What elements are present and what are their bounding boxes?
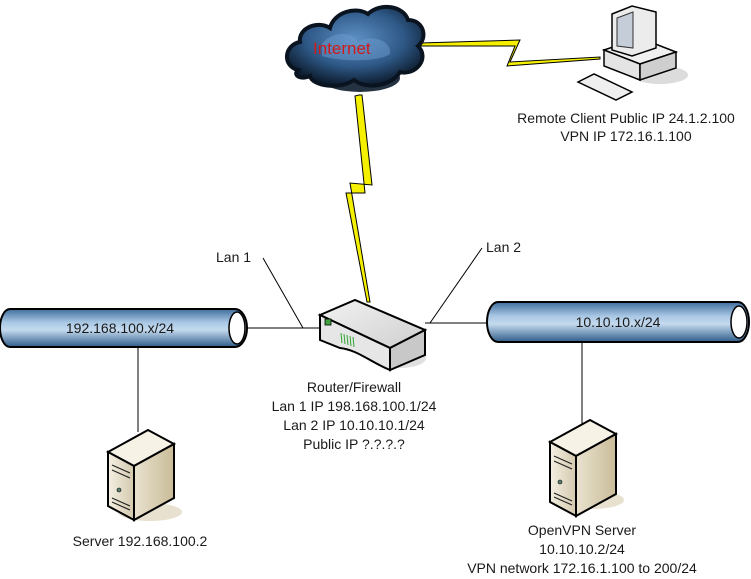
router-line-2: Lan 1 IP 198.168.100.1/24 [272,398,437,414]
openvpn-server-line-1: OpenVPN Server [528,522,636,538]
lan1-network-segment: 192.168.100.x/24 [0,308,320,432]
wan-link-internet-client [419,39,601,67]
router-label: Router/Firewall Lan 1 IP 198.168.100.1/2… [272,379,437,452]
lan2-callout-label: Lan 2 [486,239,521,255]
internet-label: Internet [313,39,371,58]
router-line-3: Lan 2 IP 10.10.10.1/24 [283,417,425,433]
lan1-callout: Lan 1 [216,249,304,329]
openvpn-server-line-3: VPN network 172.16.1.100 to 200/24 [467,560,697,576]
lan2-callout: Lan 2 [429,239,521,324]
openvpn-server: OpenVPN Server 10.10.10.2/24 VPN network… [467,418,697,576]
internet-cloud: Internet [285,4,426,92]
remote-client-line-1: Remote Client Public IP 24.1.2.100 [517,110,735,126]
remote-client-computer: Remote Client Public IP 24.1.2.100 VPN I… [517,5,735,144]
openvpn-server-label: OpenVPN Server 10.10.10.2/24 VPN network… [467,522,697,576]
remote-client-line-2: VPN IP 172.16.1.100 [560,128,691,144]
wan-link-internet-router [345,94,373,303]
router-firewall: Router/Firewall Lan 1 IP 198.168.100.1/2… [272,298,437,452]
server-lan1-label: Server 192.168.100.2 [73,533,208,549]
remote-client-label: Remote Client Public IP 24.1.2.100 VPN I… [517,110,735,144]
server-lan1: Server 192.168.100.2 [73,428,208,549]
lan2-network-label: 10.10.10.x/24 [576,314,661,330]
lan1-callout-label: Lan 1 [216,249,251,265]
router-line-4: Public IP ?.?.?.? [303,436,405,452]
router-line-1: Router/Firewall [307,379,401,395]
lan1-network-label: 192.168.100.x/24 [66,320,174,336]
lan2-network-segment: 10.10.10.x/24 [425,301,750,425]
openvpn-server-line-2: 10.10.10.2/24 [539,541,625,557]
